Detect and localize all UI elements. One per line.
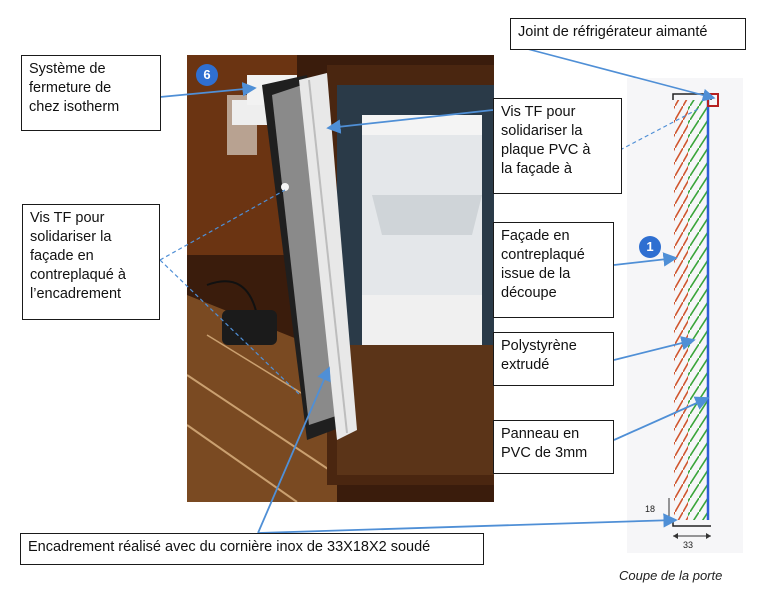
figure-caption: Coupe de la porte: [619, 568, 723, 583]
door-cross-section: 18 33: [627, 78, 743, 553]
fridge-door-photo: [187, 55, 494, 502]
section-marker-badge: 1: [639, 236, 661, 258]
dimension-height: 18: [645, 504, 655, 514]
dimension-width: 33: [683, 540, 693, 550]
label-systeme: Système de fermeture de chez isotherm: [21, 55, 161, 131]
label-encadrement: Encadrement réalisé avec du cornière ino…: [20, 533, 484, 565]
label-vis-pvc: Vis TF pour solidariser la plaque PVC à …: [493, 98, 622, 194]
label-panneau: Panneau en PVC de 3mm: [493, 420, 614, 474]
label-vis-facade: Vis TF pour solidariser la façade en con…: [22, 204, 160, 320]
label-joint: Joint de réfrigérateur aimanté: [510, 18, 746, 50]
label-polystyrene: Polystyrène extrudé: [493, 332, 614, 386]
photo-marker-badge: 6: [196, 64, 218, 86]
label-facade: Façade en contreplaqué issue de la décou…: [493, 222, 614, 318]
